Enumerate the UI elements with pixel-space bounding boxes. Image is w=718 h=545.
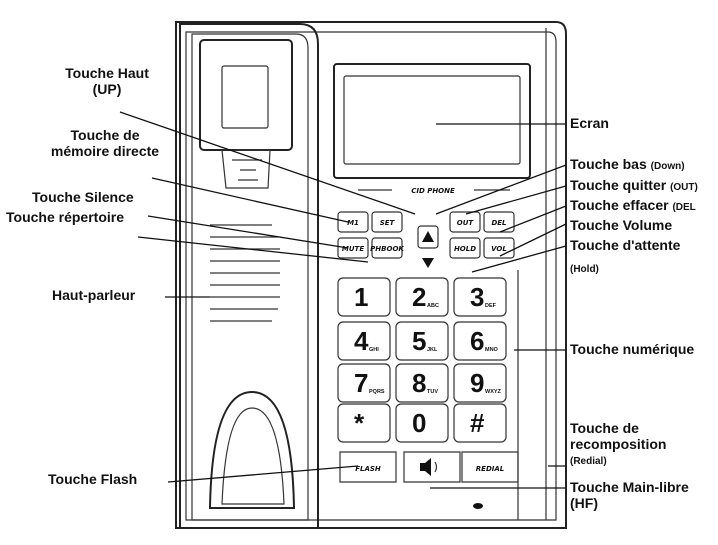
earpiece bbox=[199, 39, 293, 151]
function-key-vol[interactable]: VOL bbox=[483, 237, 515, 259]
lcd bbox=[343, 75, 521, 165]
svg-text:DEF: DEF bbox=[485, 303, 497, 309]
svg-text:FLASH: FLASH bbox=[355, 465, 381, 473]
function-key-hold[interactable]: HOLD bbox=[449, 237, 481, 259]
svg-text:PHBOOK: PHBOOK bbox=[370, 245, 404, 253]
function-key-phbook[interactable]: PHBOOK bbox=[370, 237, 404, 259]
svg-text:GHI: GHI bbox=[369, 347, 379, 353]
keypad-key-star[interactable]: * bbox=[337, 403, 391, 443]
svg-text:DEL: DEL bbox=[491, 219, 506, 227]
bottom-keys: FLASH REDIAL bbox=[339, 451, 519, 483]
svg-text:8: 8 bbox=[412, 368, 426, 398]
function-keys: M1 SET OUT DEL MUTE PHBOOK HOLD VOL bbox=[337, 211, 515, 259]
svg-text:VOL: VOL bbox=[491, 245, 507, 253]
redial-key[interactable]: REDIAL bbox=[461, 451, 519, 483]
speaker-icon bbox=[420, 458, 431, 476]
mouthpiece bbox=[208, 390, 296, 509]
screen-frame bbox=[333, 63, 531, 179]
brand-text: CID PHONE bbox=[411, 187, 455, 195]
up-arrow-icon bbox=[422, 231, 434, 242]
svg-text:TUV: TUV bbox=[427, 389, 438, 395]
label-quit: Touche quitter (OUT) bbox=[570, 177, 698, 193]
keypad-key-0[interactable]: 0 bbox=[395, 403, 449, 443]
svg-text:OUT: OUT bbox=[457, 219, 475, 227]
label-hold: Touche d'attente (Hold) bbox=[570, 237, 681, 275]
flash-key[interactable]: FLASH bbox=[339, 451, 397, 483]
svg-text:WXYZ: WXYZ bbox=[485, 389, 502, 395]
svg-text:PQRS: PQRS bbox=[369, 389, 385, 395]
function-key-out[interactable]: OUT bbox=[449, 211, 481, 233]
label-down: Touche bas (Down) bbox=[570, 156, 685, 172]
label-up: Touche Haut (UP) bbox=[65, 65, 149, 97]
label-numeric: Touche numérique bbox=[570, 341, 695, 357]
svg-text:JKL: JKL bbox=[427, 347, 438, 353]
function-key-mute[interactable]: MUTE bbox=[337, 237, 369, 259]
svg-text:*: * bbox=[354, 408, 365, 438]
svg-text:1: 1 bbox=[354, 282, 368, 312]
phone-body-outline bbox=[175, 21, 567, 529]
svg-text:ABC: ABC bbox=[427, 303, 439, 309]
label-redial: Touche de recomposition (Redial) bbox=[570, 420, 667, 468]
label-handsfree: Touche Main-libre (HF) bbox=[570, 479, 689, 511]
keypad-key-1[interactable]: 1 bbox=[337, 277, 391, 317]
keypad-key-hash[interactable]: # bbox=[453, 403, 507, 443]
function-key-set[interactable]: SET bbox=[371, 211, 403, 233]
function-key-del[interactable]: DEL bbox=[483, 211, 515, 233]
svg-text:0: 0 bbox=[412, 408, 426, 438]
svg-text:4: 4 bbox=[354, 326, 369, 356]
function-key-m1[interactable]: M1 bbox=[337, 211, 369, 233]
nav-arrows bbox=[417, 225, 439, 268]
svg-text:MUTE: MUTE bbox=[342, 245, 364, 253]
svg-text:5: 5 bbox=[412, 326, 426, 356]
svg-text:9: 9 bbox=[470, 368, 484, 398]
handset-outline bbox=[179, 23, 319, 529]
leader-lines bbox=[119, 111, 567, 489]
svg-text:6: 6 bbox=[470, 326, 484, 356]
down-arrow-icon bbox=[422, 258, 434, 268]
label-phonebook: Touche répertoire bbox=[6, 209, 124, 225]
svg-text:2: 2 bbox=[412, 282, 426, 312]
label-flash: Touche Flash bbox=[48, 471, 138, 487]
svg-text:7: 7 bbox=[354, 368, 368, 398]
label-volume: Touche Volume bbox=[570, 217, 673, 233]
svg-text:MNO: MNO bbox=[485, 347, 499, 353]
handsfree-key bbox=[403, 451, 461, 483]
led-dot bbox=[473, 503, 483, 509]
svg-text:SET: SET bbox=[380, 219, 396, 227]
svg-text:REDIAL: REDIAL bbox=[476, 465, 504, 473]
speaker-grille bbox=[210, 224, 280, 322]
label-memory: Touche de mémoire directe bbox=[50, 127, 160, 159]
label-delete: Touche effacer (DEL bbox=[570, 197, 696, 213]
label-mute: Touche Silence bbox=[32, 189, 134, 205]
label-screen: Ecran bbox=[570, 115, 609, 131]
svg-text:M1: M1 bbox=[347, 219, 359, 227]
svg-text:3: 3 bbox=[470, 282, 484, 312]
svg-text:#: # bbox=[470, 408, 485, 438]
svg-text:HOLD: HOLD bbox=[454, 245, 476, 253]
label-speaker: Haut-parleur bbox=[52, 287, 136, 303]
